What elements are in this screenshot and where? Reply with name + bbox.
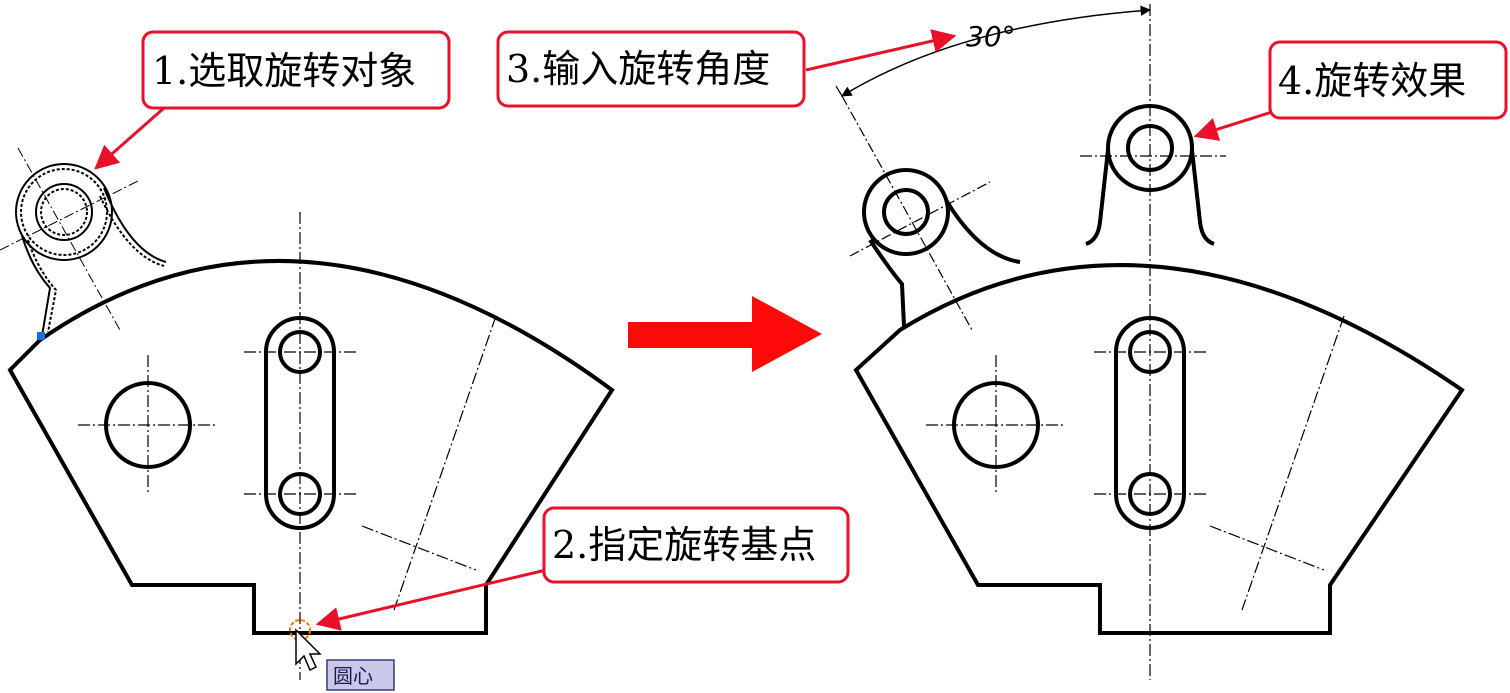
callout-step1-text: 1.选取旋转对象 <box>152 49 416 93</box>
lug-centerlines <box>0 147 141 331</box>
callout-step3-text: 3.输入旋转角度 <box>506 47 770 91</box>
selected-lug <box>15 163 167 337</box>
right-arrow-icon <box>628 296 822 372</box>
arrow-step3 <box>805 29 957 72</box>
callout-step4: 4.旋转效果 <box>1268 40 1508 120</box>
callout-step3: 3.输入旋转角度 <box>496 30 806 108</box>
original-part-drawing <box>0 147 615 680</box>
lug-rotated-left-centerlines <box>841 95 991 331</box>
callout-step1: 1.选取旋转对象 <box>141 30 451 110</box>
right-centerlines-rotated <box>1209 315 1345 611</box>
angle-value-label: 30° <box>966 20 1016 53</box>
snap-tooltip: 圆心 <box>326 659 395 691</box>
callout-arrows <box>94 29 1273 631</box>
lug-rotated-left <box>862 168 1021 327</box>
part-outline <box>7 259 615 635</box>
angle-dimension-arc <box>841 5 1152 97</box>
mouse-pointer-icon <box>295 628 322 672</box>
center-axis <box>244 212 356 680</box>
callout-step4-text: 4.旋转效果 <box>1278 59 1466 103</box>
snap-tooltip-label: 圆心 <box>333 664 373 688</box>
rotated-part-drawing <box>835 4 1465 680</box>
selection-grip <box>37 332 45 340</box>
callout-step2: 2.指定旋转基点 <box>542 506 850 584</box>
slot-rotated-centerlines <box>1094 351 1206 495</box>
arrow-step1 <box>94 106 165 170</box>
part-outline-rotated <box>853 263 1465 635</box>
callout-step2-text: 2.指定旋转基点 <box>552 523 816 567</box>
right-centerlines <box>361 315 497 611</box>
arrow-step2 <box>315 568 547 631</box>
vertical-axis-right <box>1080 4 1226 680</box>
arrow-step4 <box>1193 110 1273 141</box>
left-hole-centerlines <box>78 355 218 495</box>
left-hole-rotated-centerlines <box>926 355 1066 495</box>
